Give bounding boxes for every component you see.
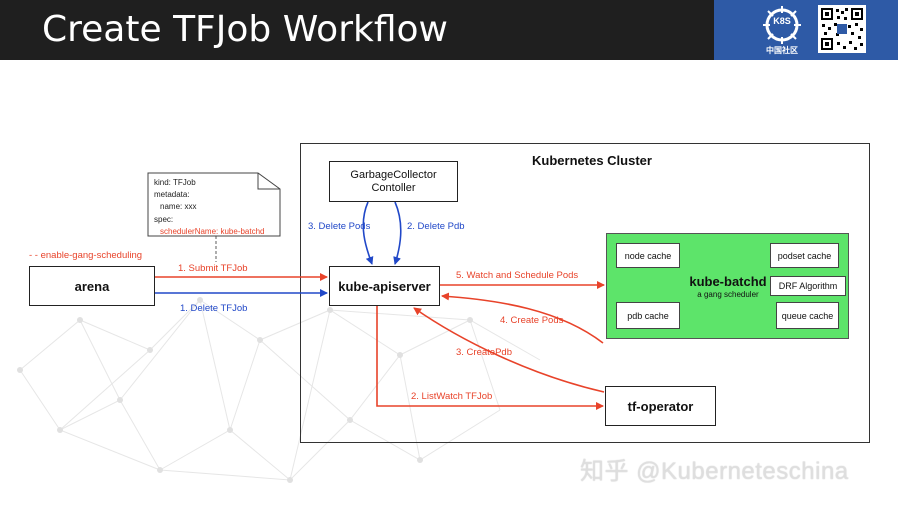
background-network-decoration [17, 297, 541, 483]
label-listwatch-tfjob: 2. ListWatch TFJob [411, 391, 493, 402]
qr-code-icon [818, 5, 866, 53]
arrow-delete-pdb [393, 201, 402, 265]
drf-algorithm-box: DRF Algorithm [770, 276, 846, 296]
yaml-note-shape [147, 172, 281, 237]
yaml-note-fold [257, 173, 280, 190]
cluster-title: Kubernetes Cluster [532, 153, 652, 168]
label-enable-gang-scheduling: - - enable-gang-scheduling [29, 250, 143, 261]
node-cache-box: node cache [616, 243, 680, 268]
podset-cache-box: podset cache [770, 243, 839, 268]
queue-cache-box: queue cache [776, 302, 839, 329]
page-title: Create TFJob Workflow [42, 9, 449, 50]
label-delete-pdb: 2. Delete Pdb [407, 221, 465, 232]
garbage-collector-controller-box: GarbageCollector Contoller [329, 161, 458, 202]
note-line: name: xxx [160, 202, 197, 212]
label-create-pdb: 3. CreatePdb [456, 347, 512, 358]
label-create-pods: 4. Create Pods [500, 315, 564, 326]
arrow-listwatch [376, 306, 604, 410]
zhihu-watermark: 知乎 @Kuberneteschina [580, 458, 849, 485]
note-line: kind: TFJob [154, 178, 196, 187]
note-line: spec: [154, 214, 174, 224]
gc-label-line2: Contoller [371, 181, 416, 194]
label-delete-pods: 3. Delete Pods [308, 221, 371, 232]
arena-box: arena [29, 266, 155, 306]
tfjob-yaml-note: kind: TFJob metadata: name: xxx spec: sc… [154, 177, 280, 238]
arrow-delete-pods [362, 201, 374, 265]
arrow-create-pdb [413, 307, 605, 393]
brand-logo-text: 中国社区 [766, 46, 798, 55]
pdb-cache-box: pdb cache [616, 302, 680, 329]
gc-label-line1: GarbageCollector [350, 168, 437, 181]
header-bar: Create TFJob Workflow [0, 0, 714, 60]
label-submit-tfjob: 1. Submit TFJob [178, 263, 248, 274]
kube-apiserver-box: kube-apiserver [329, 266, 440, 306]
svg-text:K8S: K8S [773, 16, 791, 26]
tf-operator-box: tf-operator [605, 386, 716, 426]
note-line: metadata: [154, 190, 190, 200]
brand-panel: K8S 中国社区 [714, 0, 898, 60]
label-watch-schedule-pods: 5. Watch and Schedule Pods [456, 270, 579, 281]
label-delete-tfjob: 1. Delete TFJob [180, 303, 248, 314]
arrow-create-pods [441, 292, 604, 344]
helm-wheel-icon: K8S [763, 6, 801, 44]
note-line-scheduler: schedulerName: kube-batchd [160, 226, 265, 236]
kube-batchd-subtitle: a gang scheduler [697, 290, 759, 299]
kube-batchd-title: kube-batchd [689, 274, 767, 289]
k8s-community-logo: K8S 中国社区 [758, 5, 806, 55]
